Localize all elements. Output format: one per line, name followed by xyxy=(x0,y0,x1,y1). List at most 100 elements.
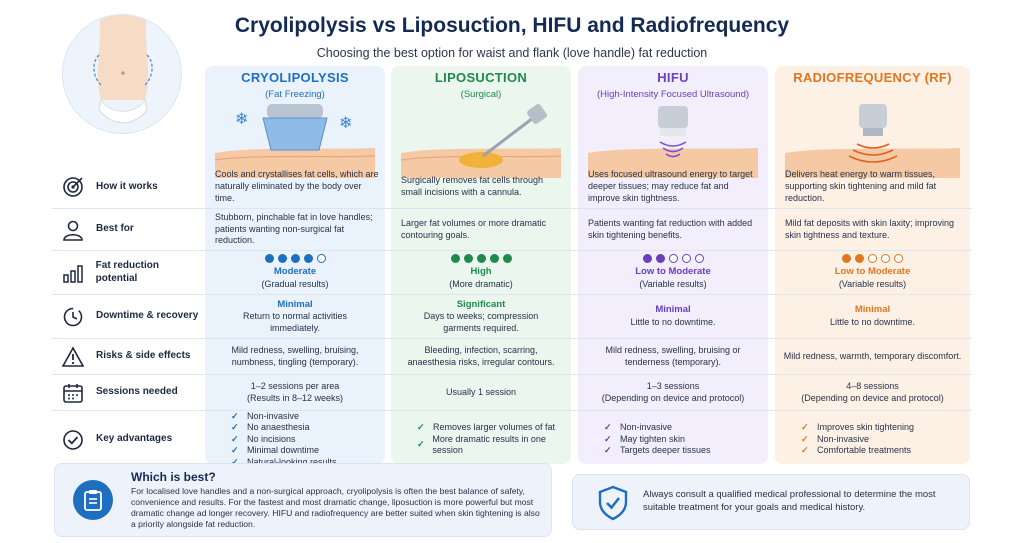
check-icon: ✓ xyxy=(801,445,809,456)
advantage-item: ✓May tighten skin xyxy=(604,434,685,446)
advantage-text: More dramatic results in one session xyxy=(432,433,546,456)
cell-sessions: 1–2 sessions per area(Results in 8–12 we… xyxy=(205,375,385,410)
column-subtitle: (High-Intensity Focused Ultrasound) xyxy=(596,89,750,100)
sessions-note: (Depending on device and protocol) xyxy=(801,392,944,403)
cell-how: Cools and crystallises fat cells, which … xyxy=(205,166,385,208)
row-label-text: Sessions needed xyxy=(96,386,178,398)
check-circle-icon xyxy=(60,427,86,453)
downtime-level: Minimal xyxy=(277,298,313,310)
advantage-item: ✓ Natural-looking results xyxy=(231,457,337,469)
fat-level: Moderate xyxy=(273,266,317,278)
rating-dot xyxy=(277,254,287,264)
cell-text: Mild fat deposits with skin laxity; impr… xyxy=(785,217,955,240)
rating-dot xyxy=(894,254,903,264)
advantage-text: Minimal downtime xyxy=(247,445,320,456)
cell-text: Mild redness, swelling, bruising, numbne… xyxy=(231,344,359,367)
cell-risks: Bleeding, infection, scarring, anaesthes… xyxy=(391,339,571,374)
advantage-text: No anaesthesia xyxy=(247,422,310,433)
downtime-level: Significant xyxy=(456,298,506,310)
cell-sessions: 4–8 sessions(Depending on device and pro… xyxy=(775,375,970,410)
row-label-how: How it works xyxy=(52,166,202,208)
rating-dot xyxy=(868,254,877,264)
advantage-item: ✓Minimal downtime xyxy=(231,445,319,457)
advantage-item: ✓No incisions xyxy=(231,434,296,446)
advantage-text: Non-invasive xyxy=(817,433,870,444)
sessions-main: Usually 1 session xyxy=(445,386,517,397)
downtime-level: Minimal xyxy=(854,304,891,316)
rating-dot xyxy=(303,254,313,264)
fat-level: Low to Moderate xyxy=(834,266,911,278)
downtime-text: Return to normal activities immediately. xyxy=(242,310,348,333)
row-label-text: Key advantages xyxy=(96,433,173,445)
row-label-text: How it works xyxy=(96,180,158,192)
check-icon: ✓ xyxy=(231,410,239,421)
check-icon: ✓ xyxy=(231,456,239,467)
cell-fat: Low to Moderate(Variable results) xyxy=(578,251,768,294)
advantage-item: ✓ Non-invasive xyxy=(801,434,869,446)
rating-dot xyxy=(316,254,326,264)
person-icon xyxy=(60,217,86,243)
rating-dot xyxy=(842,254,851,264)
sessions-note: (Depending on device and protocol) xyxy=(601,392,745,403)
clipboard-icon xyxy=(73,480,113,520)
row-fat: Fat reduction potential Moderate(Gradual … xyxy=(52,250,972,294)
check-icon: ✓ xyxy=(604,445,612,456)
cell-text: Mild redness, warmth, temporary discomfo… xyxy=(783,350,962,361)
cell-text: Delivers heat energy to warm tissues, su… xyxy=(785,169,937,203)
rating-dots xyxy=(264,254,326,264)
row-label-risks: Risks & side effects xyxy=(52,339,202,374)
clock-icon xyxy=(60,304,86,330)
downtime-text: Little to no downtime. xyxy=(829,316,916,327)
row-label-sessions: Sessions needed xyxy=(52,375,202,410)
page-subtitle: Choosing the best option for waist and f… xyxy=(316,46,708,60)
cell-text: Cools and crystallises fat cells, which … xyxy=(215,169,379,203)
cell-adv: ✓Removes larger volumes of fat✓More dram… xyxy=(391,411,571,468)
check-icon: ✓ xyxy=(604,422,612,433)
cannula-illustration xyxy=(400,98,562,178)
downtime-level: Minimal xyxy=(655,304,691,316)
row-how: How it works Cools and crystallises fat c… xyxy=(52,166,972,208)
rating-dot xyxy=(476,254,486,264)
shield-check-icon xyxy=(597,485,629,521)
row-label-text: Fat reduction potential xyxy=(95,260,159,284)
advantage-item: ✓Non-invasive xyxy=(231,411,299,423)
cryo-device-illustration: ❄❄ xyxy=(214,98,376,178)
advantage-text: Improves skin tightening xyxy=(817,422,915,433)
check-icon: ✓ xyxy=(417,439,425,450)
cell-fat: Moderate(Gradual results) xyxy=(205,251,385,294)
cell-how: Uses focused ultrasound energy to target… xyxy=(578,166,768,208)
advantage-text: No incisions xyxy=(247,433,296,444)
advantage-text: Targets deeper tissues xyxy=(620,445,711,456)
target-icon xyxy=(60,174,86,200)
rating-dot xyxy=(881,254,890,264)
cell-sessions: 1–3 sessions(Depending on device and pro… xyxy=(578,375,768,410)
fat-note: (Gradual results) xyxy=(261,278,329,289)
fat-level: High xyxy=(470,266,492,278)
sessions-main: 1–2 sessions per area xyxy=(250,380,340,391)
column-title: LIPOSUCTION xyxy=(434,70,528,85)
advantage-text: Comfortable treatments xyxy=(817,445,912,456)
which-text: For localised love handles and a non-sur… xyxy=(131,486,540,529)
fat-level: Low to Moderate xyxy=(635,266,711,278)
svg-text:❄: ❄ xyxy=(235,111,248,128)
cell-risks: Mild redness, swelling, bruising or tend… xyxy=(578,339,768,374)
rating-dot xyxy=(642,254,652,264)
rating-dot xyxy=(681,254,691,264)
advantage-item: ✓ Targets deeper tissues xyxy=(604,445,711,457)
sessions-main: 1–3 sessions xyxy=(646,380,700,391)
sessions-main: 4–8 sessions xyxy=(846,380,899,391)
rating-dot xyxy=(502,254,512,264)
fat-note: (More dramatic) xyxy=(449,278,513,289)
advantage-text: Natural-looking results xyxy=(247,456,337,467)
check-icon: ✓ xyxy=(801,433,809,444)
check-icon: ✓ xyxy=(231,422,239,433)
row-label-text: Risks & side effects xyxy=(96,350,191,362)
calendar-icon xyxy=(60,380,86,406)
row-risks: Risks & side effects Mild redness, swelli… xyxy=(52,338,972,374)
row-sessions: Sessions needed 1–2 sessions per area(Res… xyxy=(52,374,972,410)
